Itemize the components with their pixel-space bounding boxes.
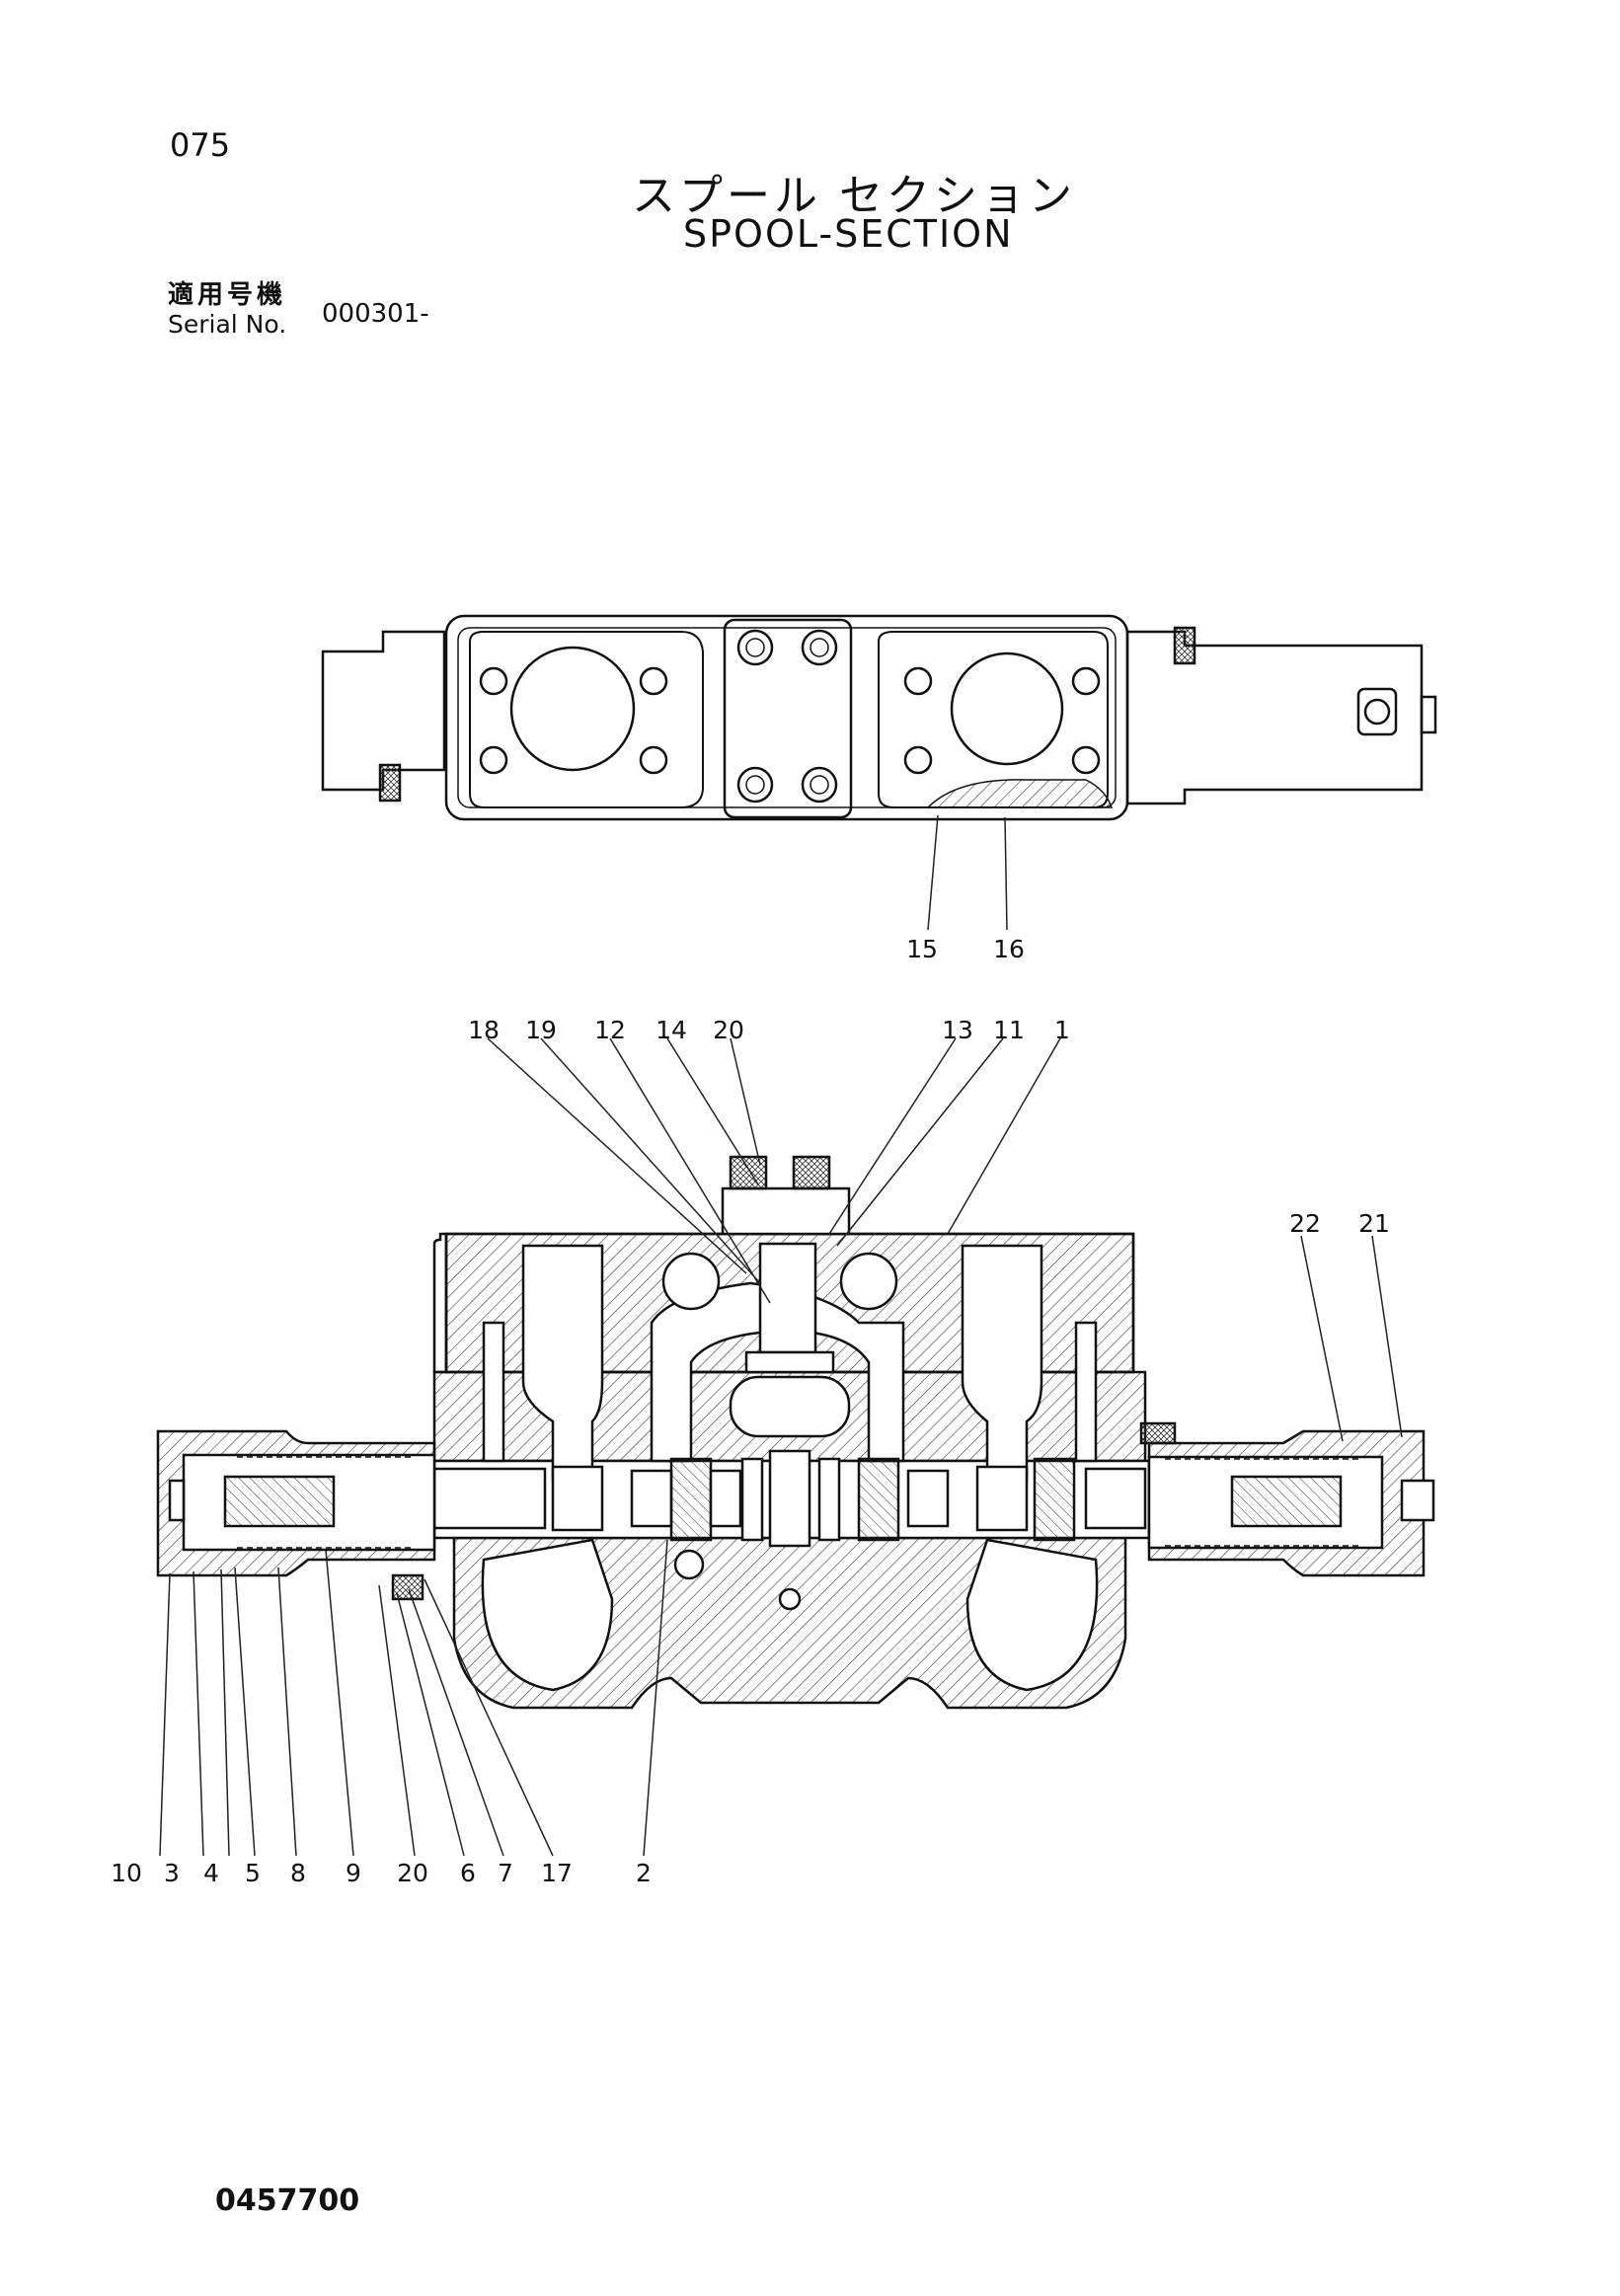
callout-14: 14 — [656, 1016, 687, 1044]
serial-number-value: 000301- — [322, 299, 429, 329]
callout-17: 17 — [541, 1859, 573, 1887]
page-number: 075 — [170, 126, 231, 164]
callout-5: 5 — [245, 1859, 261, 1887]
callout-9: 9 — [346, 1859, 361, 1887]
callout-20-bottom: 20 — [397, 1859, 428, 1887]
title-english: SPOOL-SECTION — [683, 212, 1014, 256]
callout-16: 16 — [993, 935, 1025, 963]
section-view — [156, 1155, 1435, 1710]
serial-label-japanese: 適用号機 — [168, 280, 287, 310]
callout-19: 19 — [525, 1016, 557, 1044]
callout-3: 3 — [164, 1859, 180, 1887]
callout-18: 18 — [468, 1016, 500, 1044]
callout-1: 1 — [1054, 1016, 1070, 1044]
leader-lines — [159, 814, 1403, 1857]
callout-10: 10 — [111, 1859, 142, 1887]
callout-7: 7 — [498, 1859, 513, 1887]
callout-13: 13 — [942, 1016, 973, 1044]
callout-6: 6 — [460, 1859, 476, 1887]
callout-20-top: 20 — [713, 1016, 744, 1044]
callout-12: 12 — [594, 1016, 626, 1044]
callout-8: 8 — [290, 1859, 306, 1887]
callout-22: 22 — [1289, 1209, 1321, 1238]
serial-label-english: Serial No. — [168, 310, 287, 339]
callout-labels: 15 16 18 19 12 14 20 13 11 1 22 21 10 3 … — [111, 935, 1390, 1887]
callout-11: 11 — [993, 1016, 1025, 1044]
document-number: 0457700 — [215, 2183, 360, 2218]
callout-2: 2 — [636, 1859, 652, 1887]
callout-4: 4 — [203, 1859, 219, 1887]
title-japanese: スプール セクション — [632, 171, 1076, 221]
callout-15: 15 — [906, 935, 938, 963]
top-view — [321, 614, 1437, 821]
callout-21: 21 — [1358, 1209, 1390, 1238]
